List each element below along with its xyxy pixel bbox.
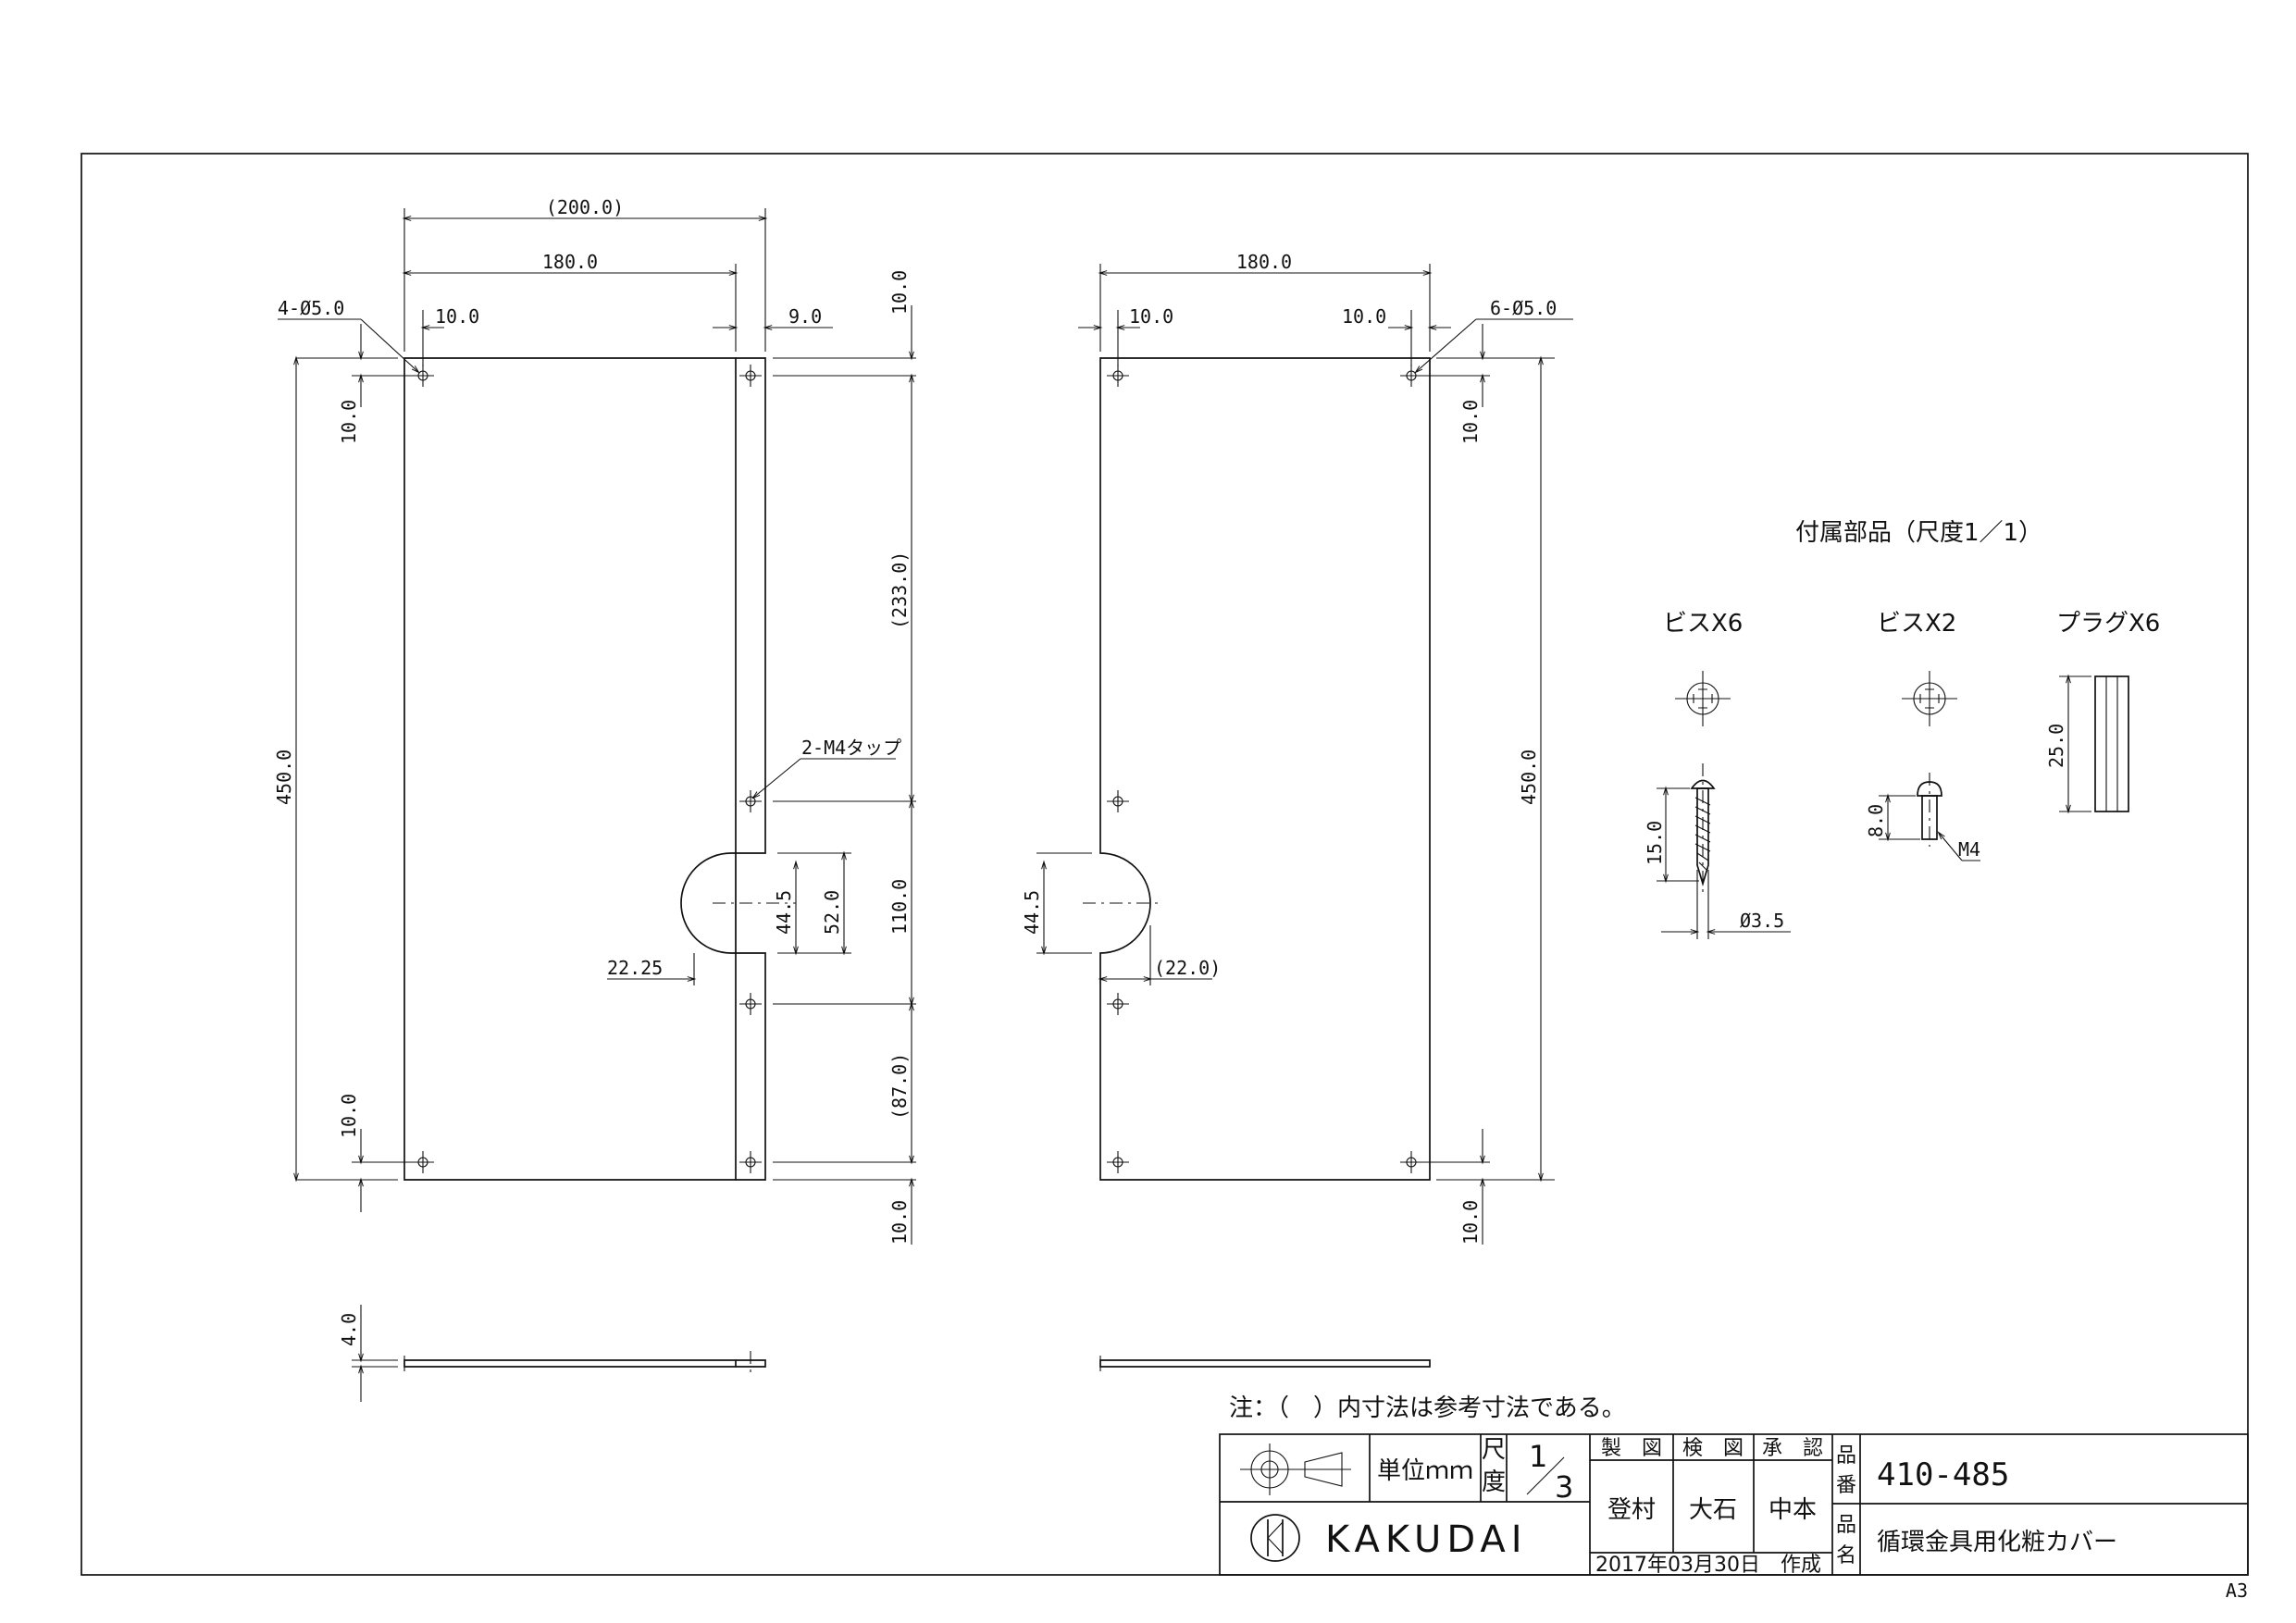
unit-label: 単位ｍｍ: [1377, 1457, 1473, 1485]
part-name-label: 品: [1836, 1514, 1856, 1537]
dim-right-445: 44.5: [1021, 890, 1043, 935]
tap-hole: [739, 993, 762, 1015]
dim-right-side-10-bottom: 10.0: [1459, 1200, 1482, 1245]
projection-symbol-icon: [1240, 1443, 1351, 1495]
mounting-hole: [1107, 365, 1129, 387]
screw1-length: 15.0: [1644, 821, 1666, 865]
left-cover-side-view: 4.0: [338, 1305, 766, 1402]
part-no-label-2: 番: [1836, 1474, 1856, 1497]
dim-left-top-10: 10.0: [888, 270, 911, 315]
dim-right-side-10-top: 10.0: [1459, 400, 1482, 444]
sheet-frame: [81, 153, 2249, 1576]
mounting-hole: [1107, 1151, 1129, 1173]
screw2-label: ビスX2: [1877, 610, 1956, 638]
dim-right-height: 450.0: [1518, 750, 1540, 805]
dim-left-flange: 9.0: [788, 305, 822, 328]
part-name-label-2: 名: [1836, 1544, 1856, 1567]
screw1-diameter: Ø3.5: [1740, 910, 1784, 932]
dim-tap: 2-M4タップ: [801, 737, 901, 759]
dim-left-side-10-top: 10.0: [338, 400, 360, 444]
dim-right-hole-right: 10.0: [1342, 305, 1386, 328]
left-cover-front-view: (200.0) 180.0 4-Ø5.0 10.0 9.0 10.0 10.0 …: [273, 196, 916, 1245]
dim-left-holes: 4-Ø5.0: [278, 297, 344, 319]
right-cover-side-view: [1099, 1356, 1431, 1371]
screw2-head-icon: [1902, 671, 1957, 726]
dim-right-22: (22.0): [1154, 957, 1221, 979]
mounting-hole: [1107, 790, 1129, 812]
dim-left-445: 44.5: [773, 890, 795, 935]
scale-label-2: 度: [1482, 1468, 1506, 1496]
title-block: 単位ｍｍ 尺 度 1 3 製 図 検 図 承 認 登村 大石 中本 2017年0…: [1219, 1433, 2249, 1577]
reference-note: 注：（ ）内寸法は参考寸法である。: [1229, 1394, 1626, 1422]
dim-right-hole-left: 10.0: [1129, 305, 1173, 328]
dim-thickness: 4.0: [338, 1313, 360, 1346]
plug-label: プラグX6: [2056, 610, 2160, 638]
dim-left-width-ref: (200.0): [546, 196, 624, 218]
mounting-hole: [1400, 1151, 1422, 1173]
screw1-label: ビスX6: [1663, 610, 1743, 638]
screw2-thread: M4: [1958, 838, 1980, 861]
dim-left-110: 110.0: [888, 879, 911, 935]
scale-denominator: 3: [1555, 1469, 1573, 1505]
approve-name: 中本: [1769, 1496, 1817, 1524]
date-created: 2017年03月30日 作成: [1595, 1554, 1821, 1577]
plug-icon: [2059, 674, 2129, 814]
made-label: 製 図: [1601, 1437, 1662, 1460]
made-name: 登村: [1607, 1496, 1656, 1524]
mounting-hole: [412, 1151, 434, 1173]
dim-left-side-10-bottom: 10.0: [338, 1094, 360, 1138]
dim-left-87: (87.0): [888, 1053, 911, 1120]
part-no-label: 品: [1836, 1444, 1856, 1468]
mounting-hole: [739, 365, 762, 387]
tap-hole: [739, 790, 762, 812]
screw1-head-icon: [1675, 671, 1731, 726]
dim-left-233: (233.0): [888, 551, 911, 629]
part-name: 循環金具用化粧カバー: [1877, 1529, 2117, 1556]
right-cover-front-view: 180.0 10.0 10.0 6-Ø5.0 10.0 450.0 44.5 (…: [1021, 251, 1573, 1245]
check-label: 検 図: [1682, 1437, 1744, 1460]
check-name: 大石: [1689, 1496, 1737, 1524]
screw2-length: 8.0: [1865, 804, 1887, 837]
screw2-side-icon: [1879, 773, 1980, 861]
dim-left-52: 52.0: [821, 890, 843, 935]
sheet-size: A3: [2226, 1580, 2248, 1602]
mounting-hole: [1107, 993, 1129, 1015]
mounting-hole: [739, 1151, 762, 1173]
dim-left-bottom-10: 10.0: [888, 1200, 911, 1245]
accessories-title: 付属部品（尺度1／1）: [1795, 519, 2042, 547]
dim-left-hole-offset: 10.0: [435, 305, 479, 328]
plug-length: 25.0: [2045, 724, 2067, 768]
scale-numerator: 1: [1529, 1439, 1547, 1474]
part-number: 410-485: [1877, 1456, 2009, 1493]
dim-right-width: 180.0: [1236, 251, 1292, 273]
scale-label: 尺: [1482, 1436, 1506, 1464]
screw1-side-icon: [1657, 763, 1791, 939]
accessories-section: 付属部品（尺度1／1） ビスX6 ビスX2 プラグX6 15.0 Ø3.5: [1644, 519, 2160, 939]
brand-name: KAKUDAI: [1325, 1518, 1528, 1561]
dim-right-holes: 6-Ø5.0: [1490, 297, 1557, 319]
dim-left-width: 180.0: [542, 251, 598, 273]
mounting-hole: [412, 365, 434, 387]
approve-label: 承 認: [1762, 1437, 1823, 1460]
dim-left-2225: 22.25: [607, 957, 663, 979]
kakudai-logo-icon: [1250, 1514, 1300, 1562]
dim-left-height: 450.0: [273, 750, 295, 805]
mounting-hole: [1400, 365, 1422, 387]
